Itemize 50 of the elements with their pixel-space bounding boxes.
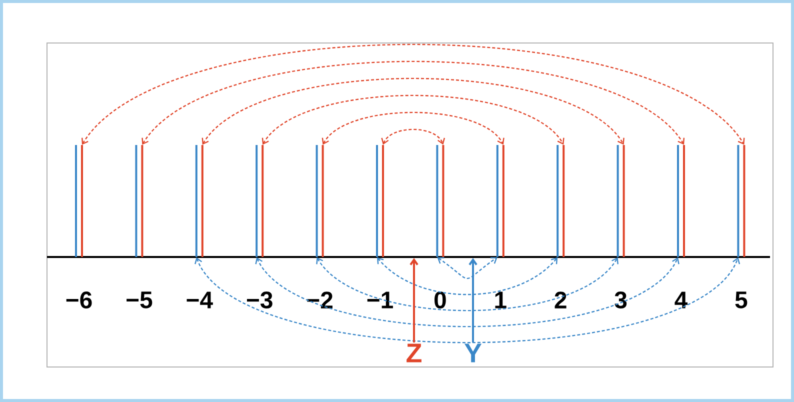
tick-bar — [683, 145, 685, 257]
tick-bar — [622, 145, 625, 257]
tick-number: −3 — [245, 291, 274, 309]
arc-arrow — [381, 128, 446, 145]
tick-bar — [436, 145, 438, 257]
tick-bar — [316, 145, 318, 257]
arc-arrow — [255, 257, 680, 328]
tick-bar — [75, 145, 77, 257]
tick-number: −1 — [366, 291, 394, 309]
tick-bar — [616, 145, 619, 257]
tick-number: 1 — [493, 291, 508, 309]
tick-bar — [195, 145, 198, 257]
arc-arrow — [377, 257, 558, 296]
arc-arrow — [82, 44, 745, 145]
tick-number: −6 — [64, 291, 94, 309]
tick-number: 2 — [553, 291, 568, 309]
arc-arrow — [316, 257, 618, 312]
arc-arrow — [322, 112, 504, 145]
arc-arrow — [202, 78, 624, 145]
tick-bar — [135, 145, 138, 257]
tick-bar — [201, 145, 204, 257]
axis-letter: Z — [406, 344, 422, 362]
tick-number: −2 — [306, 291, 334, 309]
tick-bar — [677, 145, 679, 257]
arc-arrow — [410, 258, 418, 343]
tick-bar — [256, 145, 258, 257]
tick-bar — [556, 145, 559, 257]
tick-number: −5 — [125, 291, 154, 309]
tick-number: 5 — [734, 291, 748, 309]
tick-bar — [141, 145, 144, 257]
tick-bar — [322, 145, 324, 257]
tick-bar — [442, 145, 444, 257]
arc-arrow — [262, 94, 564, 145]
tick-bar — [382, 145, 384, 257]
arc-arrow — [437, 257, 498, 280]
arc-arrow — [142, 60, 685, 145]
tick-bar — [496, 145, 498, 257]
arc-arrow — [468, 258, 478, 343]
tick-number: 4 — [674, 291, 688, 309]
tick-bar — [743, 145, 746, 257]
arc-arrow — [194, 257, 740, 344]
tick-bar — [562, 145, 565, 257]
tick-bar — [737, 145, 740, 257]
tick-bar — [81, 145, 83, 257]
tick-bar — [262, 145, 264, 257]
axis-letter: Y — [464, 344, 482, 362]
tick-bar — [376, 145, 378, 257]
tick-number: 0 — [433, 291, 448, 309]
tick-bar — [502, 145, 504, 257]
tick-number: −4 — [185, 291, 214, 309]
